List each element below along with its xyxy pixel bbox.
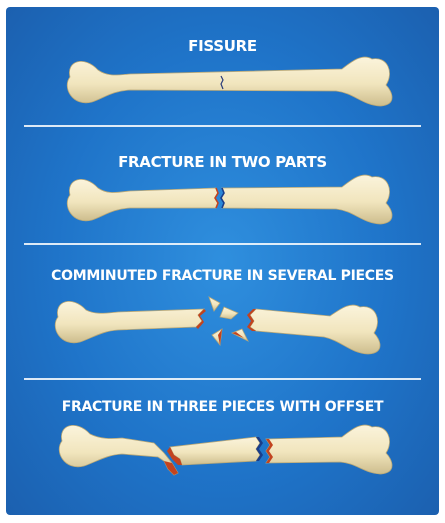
bone-three-pieces (59, 425, 392, 475)
bones-illustration (6, 7, 439, 515)
fracture-types-panel: FISSURE FRACTURE IN TWO PARTS COMMINUTED… (6, 7, 439, 515)
bone-comminuted (55, 297, 380, 354)
bone-two-parts (67, 175, 392, 224)
bone-fissure (67, 57, 392, 106)
